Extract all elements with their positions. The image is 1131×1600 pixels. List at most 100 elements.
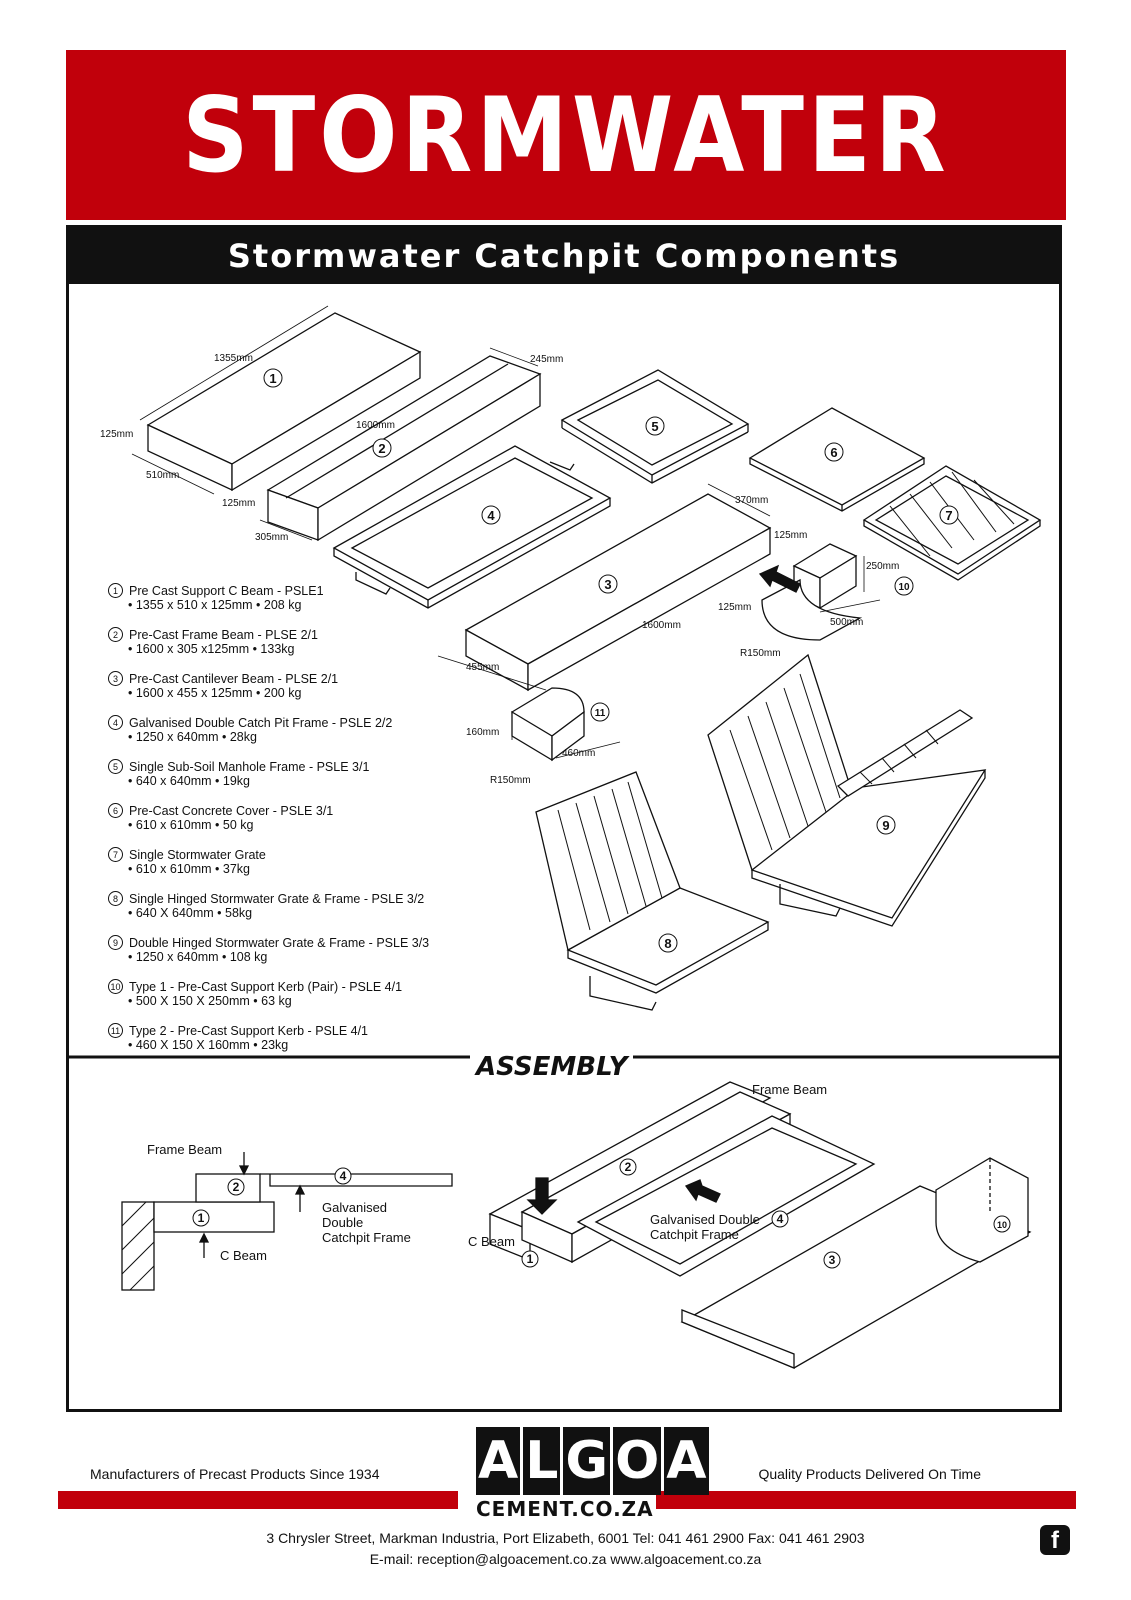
- legend-number: 7: [108, 847, 123, 862]
- legend-spec: • 1600 x 455 x 125mm • 200 kg: [128, 686, 302, 700]
- svg-text:1: 1: [198, 1211, 205, 1225]
- badge-1: 1: [263, 368, 283, 388]
- dim-c3-height: 125mm: [774, 530, 807, 541]
- legend-number: 11: [108, 1023, 123, 1038]
- svg-text:4: 4: [777, 1212, 784, 1226]
- logo-letter: A: [476, 1427, 521, 1495]
- legend-spec: • 640 X 640mm • 58kg: [128, 906, 253, 920]
- legend-item: 8 Single Hinged Stormwater Grate & Frame …: [108, 891, 468, 920]
- dim-c3-width: 455mm: [466, 662, 499, 673]
- label-frame-beam-section: Frame Beam: [147, 1142, 222, 1157]
- page-subtitle: Stormwater Catchpit Components: [227, 237, 901, 275]
- dim-c2-width: 305mm: [255, 532, 288, 543]
- svg-text:7: 7: [945, 508, 952, 523]
- legend-title: Pre-Cast Cantilever Beam - PLSE 2/1: [129, 671, 339, 686]
- component-1-c-beam: [146, 312, 422, 492]
- title-banner: STORMWATER: [66, 50, 1066, 220]
- svg-text:1: 1: [269, 371, 276, 386]
- legend-spec: • 1250 x 640mm • 108 kg: [128, 950, 268, 964]
- dim-c10-h2: 125mm: [718, 602, 751, 613]
- legend-number: 10: [108, 979, 123, 994]
- dim-c10-length: 500mm: [830, 617, 863, 628]
- svg-text:2: 2: [378, 441, 385, 456]
- logo-letter: L: [523, 1427, 561, 1495]
- badge-4: 4: [481, 505, 501, 525]
- component-3-cantilever-beam: [464, 493, 772, 692]
- legend-number: 2: [108, 627, 123, 642]
- page-title: STORMWATER: [182, 75, 950, 195]
- legend-title: Pre-Cast Frame Beam - PLSE 2/1: [129, 627, 318, 642]
- legend-title: Pre-Cast Concrete Cover - PSLE 3/1: [129, 803, 334, 818]
- label-double: Double: [322, 1215, 363, 1230]
- legend-title: Galvanised Double Catch Pit Frame - PSLE…: [129, 715, 393, 730]
- footer-tagline-right: Quality Products Delivered On Time: [758, 1466, 981, 1482]
- svg-text:3: 3: [829, 1253, 836, 1267]
- label-galv-double-3d: Galvanised Double: [650, 1212, 760, 1227]
- svg-text:10: 10: [997, 1220, 1007, 1230]
- facebook-icon[interactable]: f: [1040, 1525, 1070, 1555]
- footer-red-bar-right: [656, 1491, 1076, 1509]
- legend-title: Single Stormwater Grate: [129, 847, 266, 862]
- dim-c2-top: 245mm: [530, 354, 563, 365]
- svg-text:4: 4: [340, 1169, 347, 1183]
- legend-item: 11 Type 2 - Pre-Cast Support Kerb - PSLE …: [108, 1023, 468, 1052]
- label-galvanised: Galvanised: [322, 1200, 387, 1215]
- legend-title: Double Hinged Stormwater Grate & Frame -…: [129, 935, 430, 950]
- component-9-double-grate: [707, 653, 987, 927]
- svg-text:3: 3: [604, 577, 611, 592]
- legend-spec: • 1250 x 640mm • 28kg: [128, 730, 257, 744]
- badge-3: 3: [598, 574, 618, 594]
- dim-c10-height: 250mm: [866, 561, 899, 572]
- legend-number: 3: [108, 671, 123, 686]
- svg-text:2: 2: [233, 1180, 240, 1194]
- assembly-3d: [488, 1081, 1032, 1369]
- dim-c3-length: 1600mm: [642, 620, 681, 631]
- legend-title: Single Hinged Stormwater Grate & Frame -…: [129, 891, 425, 906]
- badge-6: 6: [824, 442, 844, 462]
- legend-spec: • 640 x 640mm • 19kg: [128, 774, 251, 788]
- legend-item: 3 Pre-Cast Cantilever Beam - PLSE 2/1• 16…: [108, 671, 468, 700]
- svg-text:1: 1: [527, 1252, 534, 1266]
- dim-c2-length: 1600mm: [356, 420, 395, 431]
- svg-text:9: 9: [882, 818, 889, 833]
- legend-title: Type 2 - Pre-Cast Support Kerb - PSLE 4/…: [129, 1023, 369, 1038]
- legend-title: Pre Cast Support C Beam - PSLE1: [129, 583, 324, 598]
- component-4-catchpit-frame: [332, 445, 612, 609]
- dim-c11-length: 460mm: [562, 748, 595, 759]
- legend-number: 5: [108, 759, 123, 774]
- label-frame-beam-3d: Frame Beam: [752, 1082, 827, 1097]
- component-2-frame-beam: [266, 355, 542, 542]
- legend-number: 1: [108, 583, 123, 598]
- logo-letter: G: [563, 1427, 611, 1495]
- subtitle-bar: Stormwater Catchpit Components: [69, 228, 1059, 284]
- legend-number: 8: [108, 891, 123, 906]
- footer-red-bar-left: [58, 1491, 458, 1509]
- svg-text:8: 8: [664, 936, 671, 951]
- legend-spec: • 500 X 150 X 250mm • 63 kg: [128, 994, 292, 1008]
- dim-c3-top: 370mm: [735, 495, 768, 506]
- legend-number: 6: [108, 803, 123, 818]
- assembly-section: [121, 1152, 453, 1291]
- legend-item: 5 Single Sub-Soil Manhole Frame - PSLE 3/…: [108, 759, 468, 788]
- svg-text:6: 6: [830, 445, 837, 460]
- content-frame: Stormwater Catchpit Components: [66, 225, 1062, 1412]
- badge-5: 5: [645, 416, 665, 436]
- logo-letter: O: [613, 1427, 662, 1495]
- label-c-beam-section: C Beam: [220, 1248, 267, 1263]
- label-catchpit-frame: Catchpit Frame: [322, 1230, 411, 1245]
- svg-text:10: 10: [898, 582, 910, 593]
- dim-c11-height: 160mm: [466, 727, 499, 738]
- logo-letter: A: [664, 1427, 709, 1495]
- footer-contact[interactable]: E-mail: reception@algoacement.co.za www.…: [369, 1551, 762, 1567]
- dim-c10-radius: R150mm: [740, 648, 781, 659]
- legend-title: Single Sub-Soil Manhole Frame - PSLE 3/1: [129, 759, 370, 774]
- svg-text:11: 11: [595, 708, 606, 719]
